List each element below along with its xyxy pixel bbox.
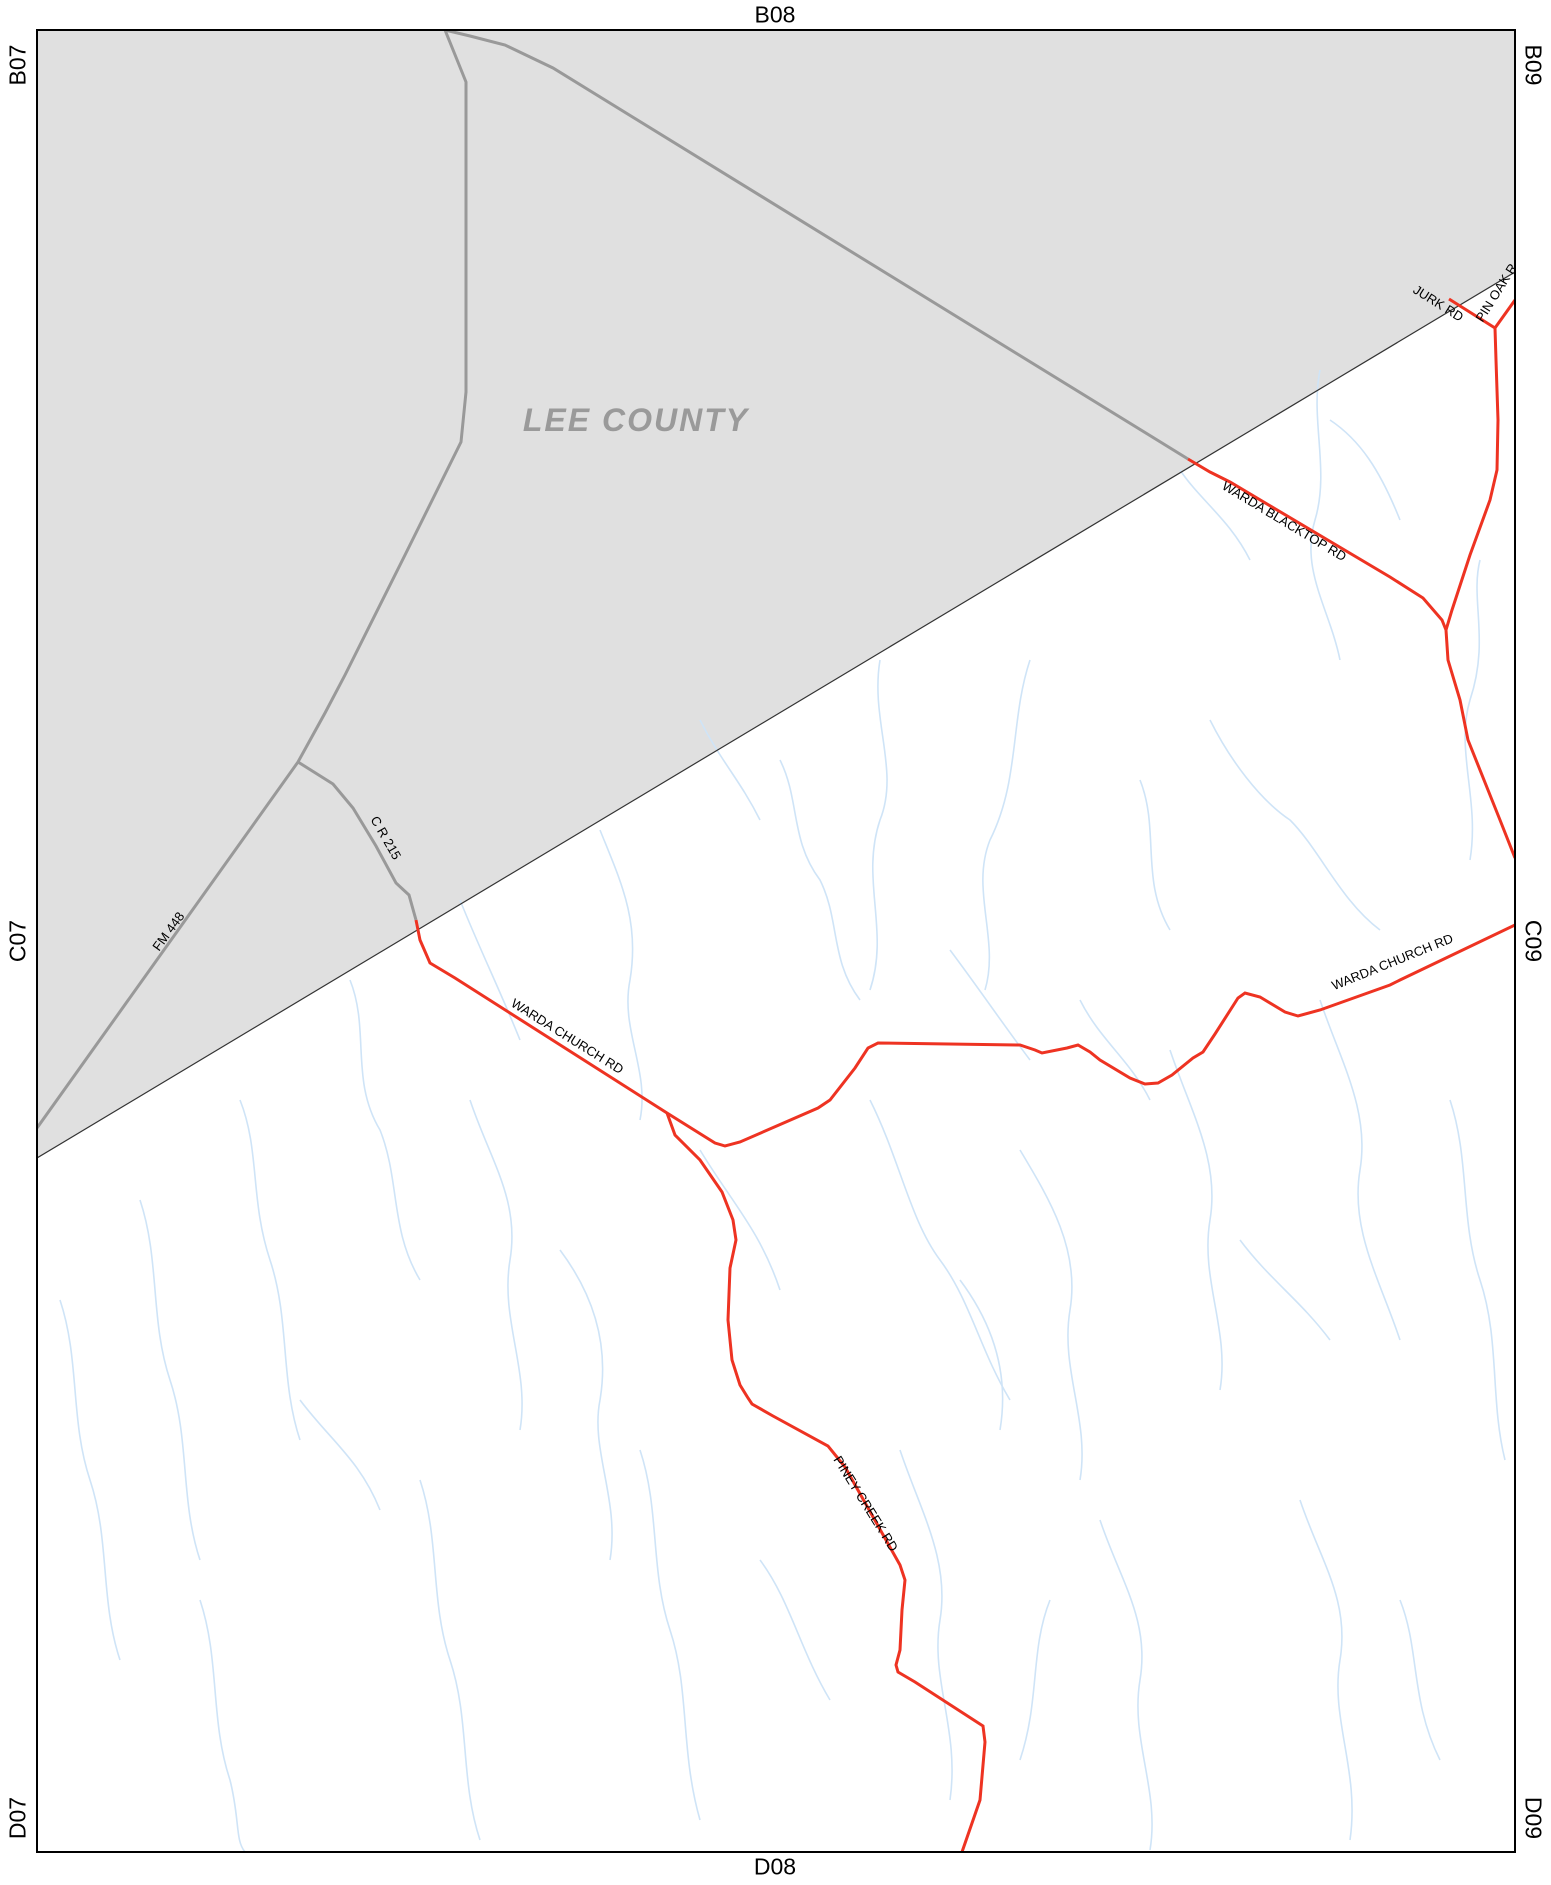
grid-label-right-middle: C09	[1520, 919, 1547, 963]
grid-label-bottom: D08	[753, 1853, 797, 1880]
grid-label-top: B08	[754, 1, 796, 28]
road-warda-blacktop	[1187, 457, 1448, 631]
grid-label-left-middle: C07	[4, 919, 31, 963]
grid-label-left-bottom: D07	[4, 1796, 31, 1840]
road-label-warda-blacktop: WARDA BLACKTOP RD	[1220, 478, 1350, 564]
road-east-connector	[1444, 629, 1515, 859]
local-roads	[414, 297, 1515, 1852]
road-cr-215	[297, 760, 418, 921]
road-warda-church	[414, 919, 1515, 1148]
road-label-warda-church-west: WARDA CHURCH RD	[508, 996, 626, 1077]
grid-label-right-bottom: D09	[1520, 1796, 1547, 1840]
lee-county-area	[37, 30, 1515, 1158]
road-fm-448	[37, 30, 468, 1129]
grid-label-right-top: B09	[1520, 44, 1547, 86]
county-label: LEE COUNTY	[523, 402, 750, 438]
county-roads	[37, 30, 1189, 1129]
road-jurk	[1448, 297, 1496, 330]
county-boundary-line	[37, 271, 1515, 1159]
road-label-piney-creek: PINEY CREEK RD	[830, 1453, 901, 1554]
map-border	[36, 29, 1516, 1853]
road-pin-oak	[1444, 299, 1515, 631]
streams	[59, 369, 1506, 1852]
road-piney-creek	[665, 1112, 987, 1852]
road-warda-blacktop-gray	[444, 30, 1189, 461]
grid-label-left-top: B07	[4, 44, 31, 86]
